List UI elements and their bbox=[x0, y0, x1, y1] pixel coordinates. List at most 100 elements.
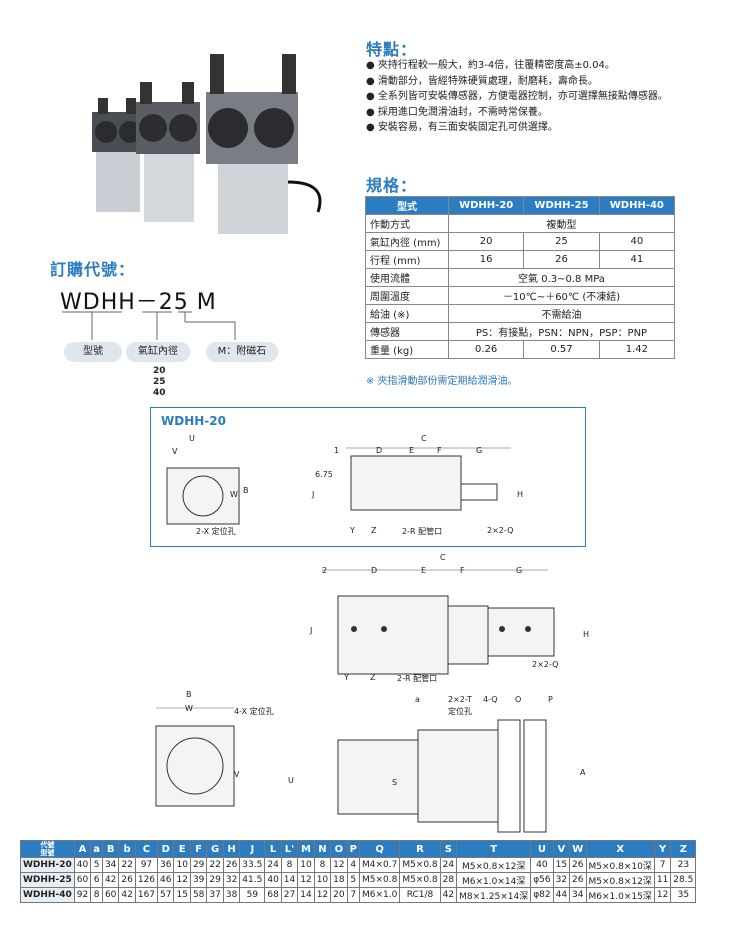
top-drawing bbox=[337, 719, 547, 833]
spec-value: 0.26 bbox=[447, 340, 525, 359]
dim-cell: 42 bbox=[118, 887, 136, 903]
dim-cell: 4 bbox=[346, 857, 360, 873]
dim-cell: 5 bbox=[90, 857, 103, 873]
dim-label: H bbox=[517, 490, 524, 499]
dim-cell: M5×0.8 bbox=[358, 872, 401, 888]
dim-cell: 26 bbox=[118, 872, 136, 888]
features-title: 特點： bbox=[366, 40, 418, 59]
bore-sizes: 20 25 40 bbox=[153, 366, 166, 399]
dim-cell: 32 bbox=[222, 872, 241, 888]
dim-label: 4-Q bbox=[483, 695, 498, 704]
dim-cell: M5×0.8×12深 bbox=[585, 872, 655, 888]
dim-header: N bbox=[313, 840, 332, 858]
magnet-pill: M：附磁石 bbox=[206, 342, 278, 362]
dim-cell: 28.5 bbox=[670, 872, 697, 888]
dim-header: X bbox=[585, 840, 655, 858]
dim-cell: M6×1.0×14深 bbox=[456, 872, 532, 888]
spec-value: 1.42 bbox=[598, 340, 676, 359]
product-photo bbox=[92, 54, 322, 234]
dim-cell: 33.5 bbox=[239, 857, 266, 873]
dim-label: P bbox=[548, 695, 553, 704]
dim-header: W bbox=[569, 840, 587, 858]
spec-row: 給油 (※)不需給油 bbox=[365, 304, 675, 323]
bore-size: 25 bbox=[153, 377, 166, 387]
dim-cell: M6×1.0×15深 bbox=[585, 887, 655, 903]
dim-cell: 34 bbox=[101, 857, 120, 873]
dim-cell: 59 bbox=[239, 887, 266, 903]
dim-label: 2×2-T bbox=[448, 695, 472, 704]
spec-value: PS：有接點，PSN：NPN，PSP：PNP bbox=[448, 322, 675, 341]
dim-header: Y bbox=[653, 840, 672, 858]
dim-cell: 68 bbox=[264, 887, 282, 903]
spec-label: 給油 (※) bbox=[365, 304, 449, 323]
dim-cell: M8×1.25×14深 bbox=[456, 887, 532, 903]
dim-label: S bbox=[392, 778, 398, 787]
spec-value: 複動型 bbox=[448, 214, 675, 233]
wdhh20-title: WDHH-20 bbox=[161, 414, 226, 428]
dim-cell: 27 bbox=[280, 887, 299, 903]
order-title: 訂購代號： bbox=[50, 260, 136, 279]
dim-cell: M5×0.8 bbox=[399, 857, 441, 873]
dim-header: L bbox=[264, 840, 282, 858]
spec-value: 0.57 bbox=[523, 340, 600, 359]
dim-cell: 14 bbox=[280, 872, 299, 888]
dim-cell: 26 bbox=[569, 872, 587, 888]
dim-header: b bbox=[118, 840, 136, 858]
dim-cell: 167 bbox=[134, 887, 159, 903]
dim-label: 2-R 配管口 bbox=[402, 527, 443, 536]
dim-cell: 39 bbox=[189, 872, 208, 888]
dim-label: Z bbox=[370, 673, 376, 682]
dim-cell: 22 bbox=[118, 857, 136, 873]
dim-cell: 28 bbox=[439, 872, 458, 888]
bore-size: 40 bbox=[153, 388, 166, 398]
spec-label: 使用流體 bbox=[365, 268, 449, 287]
feature-item: ● 安裝容易，有三面安裝固定孔可供選擇。 bbox=[366, 122, 558, 133]
dim-cell: 40 bbox=[264, 872, 282, 888]
dim-header: P bbox=[346, 840, 360, 858]
dim-cell: M5×0.8×12深 bbox=[456, 857, 532, 873]
dim-label: 定位孔 bbox=[448, 707, 472, 716]
spec-value: 26 bbox=[523, 250, 600, 269]
dim-cell: 7 bbox=[653, 857, 672, 873]
dim-header: T bbox=[456, 840, 532, 858]
dim-label: G bbox=[476, 446, 483, 455]
dim-cell: 12 bbox=[173, 872, 191, 888]
order-code-leaders bbox=[62, 311, 236, 340]
gripper-medium bbox=[136, 82, 200, 222]
dim-label: E bbox=[421, 566, 427, 575]
spec-value: 16 bbox=[447, 250, 525, 269]
dim-label: 2-X 定位孔 bbox=[196, 527, 236, 536]
spec-label: 重量 (kg) bbox=[365, 340, 449, 359]
dim-cell: 23 bbox=[670, 857, 697, 873]
feature-item: ● 滑動部分，皆經特殊硬質處理，耐磨耗，壽命長。 bbox=[366, 75, 598, 87]
dim-cell: 42 bbox=[439, 887, 458, 903]
dim-label: J bbox=[312, 490, 315, 499]
dim-label: G bbox=[516, 566, 523, 575]
dim-cell: 41.5 bbox=[239, 872, 266, 888]
spec-title: 規格： bbox=[366, 176, 418, 195]
feature-item: ● 夾持行程較一般大，約3-4倍，往覆精密度高±0.04。 bbox=[366, 60, 615, 71]
dim-header: L' bbox=[280, 840, 299, 858]
spec-value: 25 bbox=[523, 232, 600, 251]
dim-label: E bbox=[409, 446, 415, 455]
dim-cell: 42 bbox=[101, 872, 120, 888]
dim-header: V bbox=[552, 840, 571, 858]
dim-cell: M5×0.8 bbox=[399, 872, 441, 888]
dim-cell: 7 bbox=[346, 887, 360, 903]
spec-header: WDHH-40 bbox=[598, 196, 676, 215]
dim-cell: 40 bbox=[530, 857, 554, 873]
dim-header: R bbox=[399, 840, 441, 858]
dim-cell: 126 bbox=[134, 872, 159, 888]
dim-cell: 57 bbox=[157, 887, 175, 903]
model-cell: WDHH-40 bbox=[20, 887, 75, 903]
dim-cell: RC1/8 bbox=[399, 887, 441, 903]
dim-label: B bbox=[243, 486, 249, 495]
spec-label: 氣缸內徑 (mm) bbox=[365, 232, 449, 251]
dim-cell: 12 bbox=[313, 887, 332, 903]
